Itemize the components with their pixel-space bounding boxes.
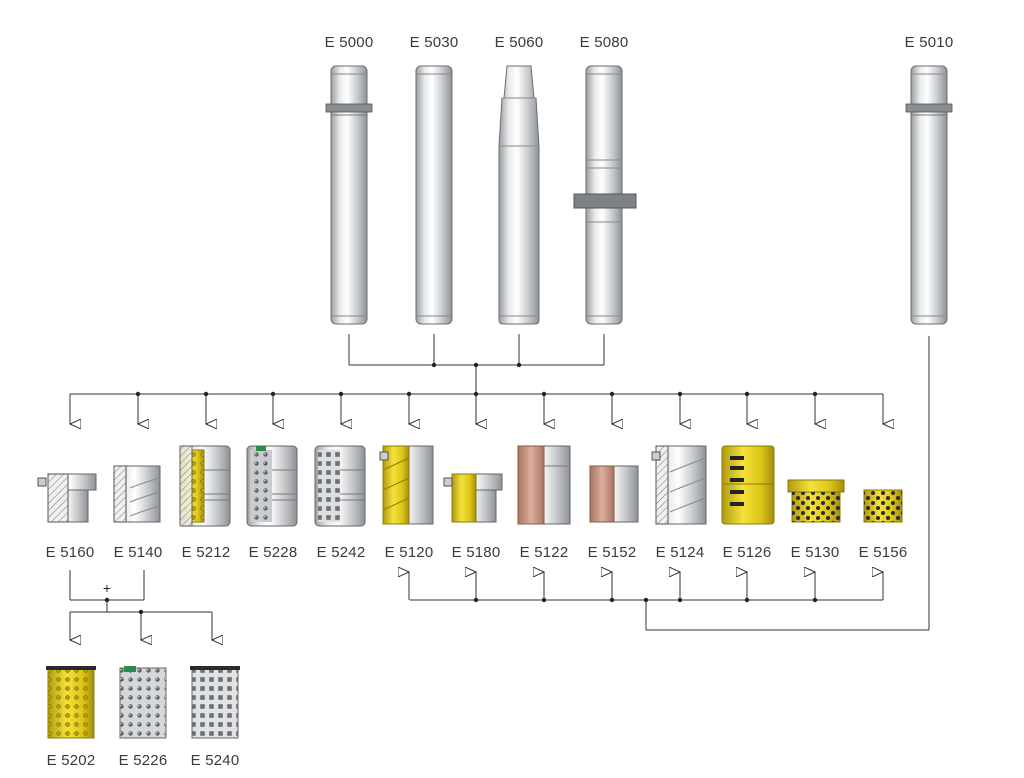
pillar-label-e5080: E 5080 [579, 34, 629, 51]
bushing-e5156 [863, 489, 903, 523]
junction-dot [677, 597, 683, 603]
bushing-e5126 [721, 445, 775, 525]
junction-dot [812, 597, 818, 603]
junction-dot [744, 597, 750, 603]
combine-plus: + [102, 580, 112, 596]
cage-e5202 [46, 666, 96, 739]
pillar-return-arrows [409, 572, 883, 603]
junction-dot [473, 597, 479, 603]
bushing-label-e5242: E 5242 [316, 544, 366, 561]
bushing-label-e5120: E 5120 [384, 544, 434, 561]
pillar-label-e5000: E 5000 [324, 34, 374, 51]
bushing-label-e5124: E 5124 [655, 544, 705, 561]
bushing-label-e5228: E 5228 [248, 544, 298, 561]
junction-dot [609, 597, 615, 603]
distribution-dots [135, 391, 818, 397]
bushing-label-e5122: E 5122 [519, 544, 569, 561]
pillar-label-e5010: E 5010 [904, 34, 954, 51]
bushing-label-e5140: E 5140 [113, 544, 163, 561]
pillar-e5010 [905, 65, 953, 325]
cage-label-e5202: E 5202 [46, 752, 96, 769]
bushing-e5212 [179, 445, 231, 527]
bushing-label-e5212: E 5212 [181, 544, 231, 561]
bushing-e5242 [314, 445, 366, 527]
bushing-e5140 [113, 465, 161, 523]
junction-dot [744, 391, 750, 397]
pillar-label-e5030: E 5030 [409, 34, 459, 51]
pillar-e5030 [415, 65, 453, 325]
junction-dot [541, 391, 547, 397]
junction-dot [609, 391, 615, 397]
bushing-e5120 [379, 445, 434, 525]
cage-label-e5240: E 5240 [190, 752, 240, 769]
bushing-e5124 [651, 445, 707, 525]
junction-dot [473, 391, 479, 397]
bushing-label-e5160: E 5160 [45, 544, 95, 561]
pillar-e5060 [498, 65, 540, 325]
bushing-label-e5156: E 5156 [858, 544, 908, 561]
junction-dot [135, 391, 141, 397]
cage-e5226 [119, 666, 167, 739]
bushing-e5180 [443, 473, 503, 523]
pillar-e5080 [573, 65, 637, 325]
bushing-feed-arrows [70, 394, 883, 424]
junction-dot [338, 391, 344, 397]
junction-dots [104, 362, 649, 615]
bushing-e5152 [589, 465, 639, 523]
pillar-e5000 [325, 65, 373, 325]
junction-dot [406, 391, 412, 397]
junction-dot [203, 391, 209, 397]
pillar-label-e5060: E 5060 [494, 34, 544, 51]
cage-e5240 [190, 666, 240, 739]
junction-dot [541, 597, 547, 603]
bushing-label-e5126: E 5126 [722, 544, 772, 561]
bushing-e5228 [246, 445, 298, 527]
junction-dot [677, 391, 683, 397]
bushing-e5160 [37, 473, 97, 523]
junction-dot [812, 391, 818, 397]
bushing-label-e5152: E 5152 [587, 544, 637, 561]
bushing-e5130 [787, 479, 845, 523]
bushing-e5122 [517, 445, 571, 525]
junction-dot [270, 391, 276, 397]
bushing-label-e5130: E 5130 [790, 544, 840, 561]
bushing-label-e5180: E 5180 [451, 544, 501, 561]
cage-label-e5226: E 5226 [118, 752, 168, 769]
